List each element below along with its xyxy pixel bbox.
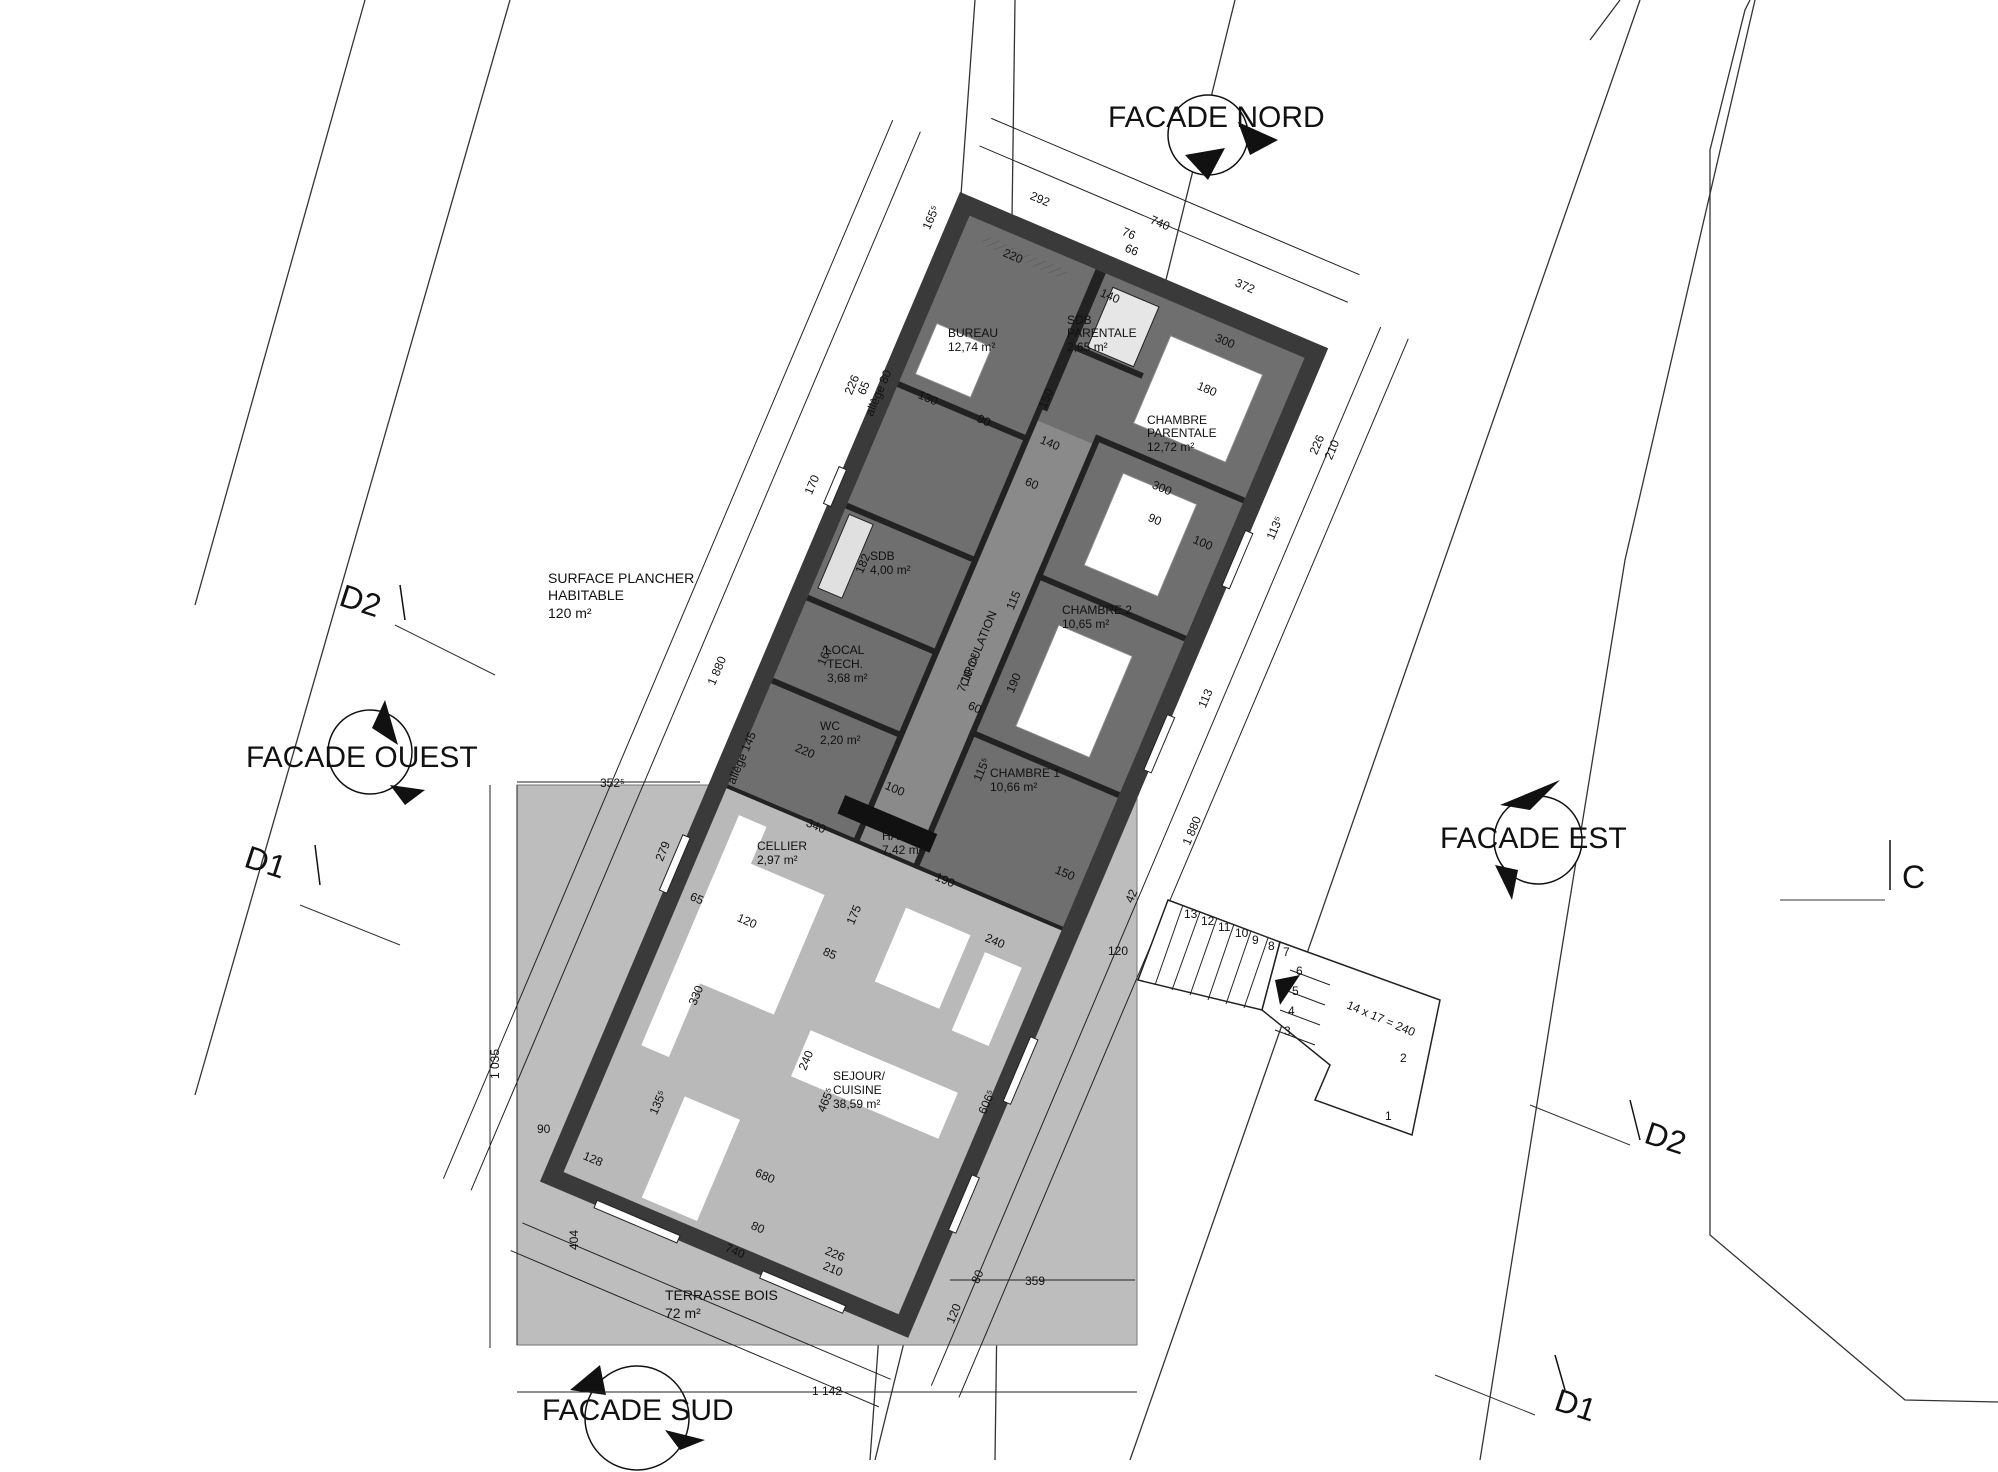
room-hall-area: 7,42 m² (882, 843, 923, 857)
stair-step: 9 (1252, 933, 1259, 947)
dim-113: 113 (1195, 687, 1215, 710)
dim-60-a: 60 (1023, 474, 1041, 492)
exterior-stair (1137, 899, 1441, 1136)
dim-1880-west: 1 880 (705, 654, 730, 687)
room-wc: WC (820, 719, 840, 733)
dim-90-c: 90 (537, 1122, 551, 1136)
dim-42: 42 (1122, 887, 1140, 905)
room-hall: HALL (882, 829, 912, 843)
facade-ouest-label: FACADE OUEST (246, 741, 478, 774)
dim-292: 292 (1028, 189, 1052, 210)
dim-1655: 165⁵ (919, 203, 942, 232)
dim-120-c: 120 (1108, 944, 1128, 958)
stair-step: 2 (1400, 1051, 1407, 1065)
dim-60-b: 60 (966, 698, 984, 716)
section-d1-east: D1 (1551, 1382, 1601, 1429)
facade-sud-label: FACADE SUD (542, 1394, 734, 1427)
surface-area: 120 m² (548, 605, 592, 621)
section-d2-east: D2 (1641, 1115, 1691, 1162)
room-local-tech-2: TECH. (827, 657, 863, 671)
stair-step: 3 (1284, 1024, 1291, 1038)
room-chambre-parentale-1: CHAMBRE (1147, 413, 1207, 427)
room-local-tech-area: 3,68 m² (827, 671, 868, 685)
room-sejour-1: SEJOUR/ (833, 1069, 886, 1083)
dim-740-top: 740 (1148, 213, 1172, 234)
dim-80-a: 80 (749, 1218, 767, 1236)
dim-65-a: 65 (688, 889, 706, 907)
dim-80-b: 80 (968, 1267, 986, 1285)
room-chambre2: CHAMBRE 2 (1062, 603, 1132, 617)
section-c: C (1902, 859, 1925, 895)
room-wc-area: 2,20 m² (820, 733, 861, 747)
room-sdb-parentale-1: SDB (1067, 313, 1092, 327)
dim-170: 170 (801, 473, 822, 497)
room-chambre-parentale-2: PARENTALE (1147, 426, 1217, 440)
dim-65-west: 65 (855, 379, 873, 397)
house-envelope (442, 117, 1409, 1408)
stair-step: 5 (1292, 984, 1299, 998)
room-bureau-area: 12,74 m² (948, 340, 995, 354)
stair-step-numbers: 13 12 11 10 9 8 7 6 5 4 3 2 1 (1184, 907, 1407, 1123)
dim-85: 85 (821, 944, 839, 962)
dim-76: 76 (1120, 224, 1138, 242)
facade-nord-label: FACADE NORD (1108, 101, 1325, 134)
terrace-area-text: 72 m² (665, 1305, 701, 1321)
section-d2-west: D2 (335, 577, 385, 624)
dim-359: 359 (1025, 1274, 1045, 1288)
stair-step: 13 (1184, 907, 1198, 921)
room-chambre1: CHAMBRE 1 (990, 766, 1060, 780)
dim-1135: 113⁵ (1263, 514, 1285, 542)
room-sejour-area: 38,59 m² (833, 1097, 880, 1111)
dim-90-b: 90 (1146, 510, 1164, 528)
dim-404: 404 (567, 1230, 581, 1250)
room-chambre-parentale-area: 12,72 m² (1147, 440, 1194, 454)
stair-step: 8 (1268, 939, 1275, 953)
dim-1142: 1 142 (812, 1384, 842, 1398)
dim-3525: 352⁵ (600, 776, 625, 790)
section-d1-west: D1 (241, 839, 291, 886)
room-bureau: BUREAU (948, 326, 998, 340)
section-lines (299, 584, 1891, 1416)
stair-step: 6 (1296, 964, 1303, 978)
room-sejour-2: CUISINE (833, 1083, 882, 1097)
room-chambre1-area: 10,66 m² (990, 780, 1037, 794)
stair-step: 12 (1201, 914, 1215, 928)
facade-symbols (327, 94, 1583, 1471)
dim-66: 66 (1123, 241, 1141, 259)
terrace-name: TERRASSE BOIS (665, 1287, 778, 1303)
room-cellier: CELLIER (757, 839, 807, 853)
room-sdb-parentale-2: PARENTALE (1067, 326, 1137, 340)
dim-1035: 1 035 (488, 1049, 502, 1079)
stair-step: 4 (1288, 1004, 1295, 1018)
room-sdb-parentale-area: 2,65 m² (1067, 340, 1108, 354)
stair-step: 11 (1218, 920, 1231, 934)
overall-dimensions (489, 781, 1137, 1393)
surface-line2: HABITABLE (548, 587, 624, 603)
dim-372: 372 (1233, 276, 1257, 297)
stair-step: 7 (1283, 945, 1290, 959)
stair-step: 1 (1385, 1109, 1392, 1123)
room-cellier-area: 2,97 m² (757, 853, 798, 867)
room-sdb: SDB (870, 549, 895, 563)
facade-est-label: FACADE EST (1440, 822, 1627, 855)
dim-90-a: 90 (975, 411, 993, 429)
dim-1880-east: 1 880 (1180, 814, 1205, 847)
surface-line1: SURFACE PLANCHER (548, 570, 694, 586)
room-local-tech-1: LOCAL (825, 643, 865, 657)
room-chambre2-area: 10,65 m² (1062, 617, 1109, 631)
stair-step: 10 (1235, 926, 1249, 940)
room-sdb-area: 4,00 m² (870, 563, 911, 577)
dim-115: 115 (1003, 589, 1023, 612)
